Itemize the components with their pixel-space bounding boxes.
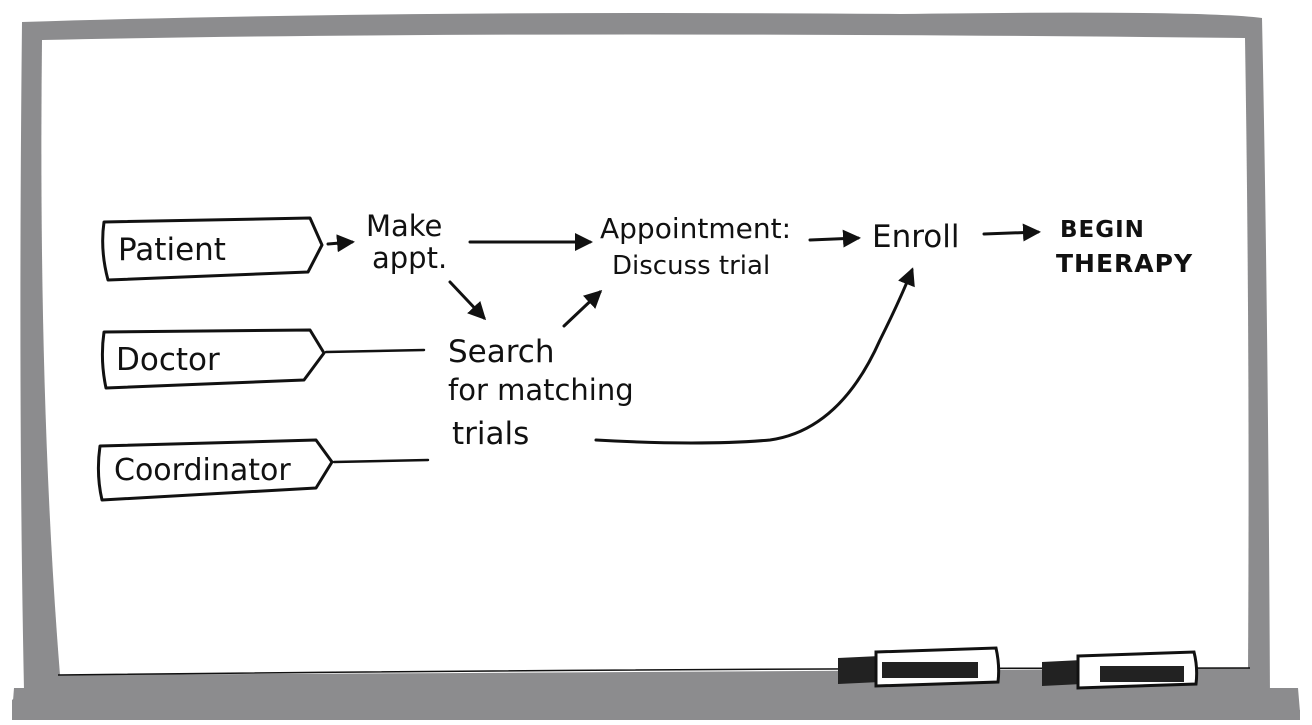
appointment-line2: Discuss trial — [612, 251, 770, 281]
step-search: Search for matching trials — [448, 334, 634, 452]
marker-icon — [838, 646, 1001, 688]
step-enroll: Enroll — [872, 219, 960, 255]
actor-tag-patient: Patient — [101, 216, 324, 282]
appointment-line1: Appointment: — [600, 212, 791, 245]
line-doctor-to-search — [324, 348, 426, 354]
actor-label-coordinator: Coordinator — [114, 453, 291, 488]
step-begin-therapy: BEGIN THERAPY — [1056, 217, 1193, 278]
actor-tag-coordinator: Coordinator — [96, 438, 334, 502]
arrow-search-to-appointment — [562, 289, 603, 328]
step-make-appt: Make appt. — [366, 209, 447, 275]
marker-icon — [1042, 650, 1199, 690]
arrow-enroll-to-begin-therapy — [982, 223, 1041, 242]
begin-therapy-line1: BEGIN — [1060, 217, 1145, 243]
make-appt-line2: appt. — [372, 241, 447, 275]
actor-label-patient: Patient — [118, 232, 226, 268]
search-line3: trials — [452, 416, 529, 452]
search-line1: Search — [448, 334, 555, 370]
arrow-trials-to-enroll — [594, 267, 915, 445]
begin-therapy-line2: THERAPY — [1056, 249, 1193, 278]
make-appt-line1: Make — [366, 209, 442, 243]
step-appointment: Appointment: Discuss trial — [600, 212, 791, 281]
actor-tag-doctor: Doctor — [100, 328, 326, 390]
flow-connectors — [324, 223, 1041, 464]
arrow-patient-to-make-appt — [326, 234, 355, 253]
arrow-make-appt-to-search — [448, 280, 487, 321]
whiteboard-frame — [12, 12, 1300, 720]
arrow-appointment-to-enroll — [808, 229, 861, 248]
search-line2: for matching — [448, 373, 634, 407]
line-coordinator-to-search — [332, 458, 430, 464]
actor-label-doctor: Doctor — [116, 342, 220, 378]
